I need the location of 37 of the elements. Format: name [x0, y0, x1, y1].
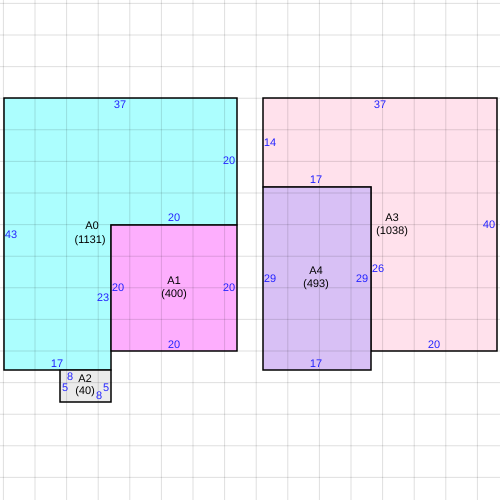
dimension-label: 14	[264, 137, 276, 149]
dimension-label: 20	[222, 282, 236, 294]
dimension-label: 29	[264, 273, 276, 285]
area-shape	[4, 98, 237, 370]
dimension-label: 20	[222, 155, 236, 167]
dimension-label: 8	[66, 371, 74, 383]
area-label: (1038)	[376, 225, 408, 237]
area-label: (493)	[303, 278, 329, 290]
dimension-label: 43	[4, 229, 18, 241]
area-shape	[60, 370, 111, 402]
dimension-label: 5	[102, 382, 110, 394]
area-label: A3	[385, 212, 399, 224]
area-label: (1131)	[74, 234, 106, 246]
area-label: A0	[85, 220, 99, 232]
area-shape	[111, 225, 237, 351]
dimension-label: 20	[428, 339, 440, 351]
area-shape	[263, 98, 497, 351]
dimension-label: 17	[310, 174, 322, 186]
dimension-label: 20	[168, 339, 180, 351]
area-label: A4	[309, 265, 323, 277]
dimension-label: 26	[372, 263, 384, 275]
dimension-label: 20	[168, 212, 180, 224]
dimension-label: 23	[96, 292, 110, 304]
dimension-label: 40	[482, 219, 496, 231]
dimension-label: 5	[62, 382, 68, 394]
dimension-label: 37	[374, 99, 386, 111]
area-label: A2	[78, 373, 92, 385]
dimension-label: 29	[356, 273, 368, 285]
area-label: (40)	[75, 385, 95, 397]
dimension-label: 17	[50, 358, 64, 370]
area-label: (400)	[161, 288, 187, 300]
dimension-label: 20	[112, 282, 124, 294]
dimension-label: 8	[96, 390, 102, 402]
dimension-label: 37	[114, 99, 126, 111]
area-shape	[263, 187, 371, 370]
dimension-label: 17	[310, 358, 322, 370]
area-label: A1	[167, 275, 181, 287]
